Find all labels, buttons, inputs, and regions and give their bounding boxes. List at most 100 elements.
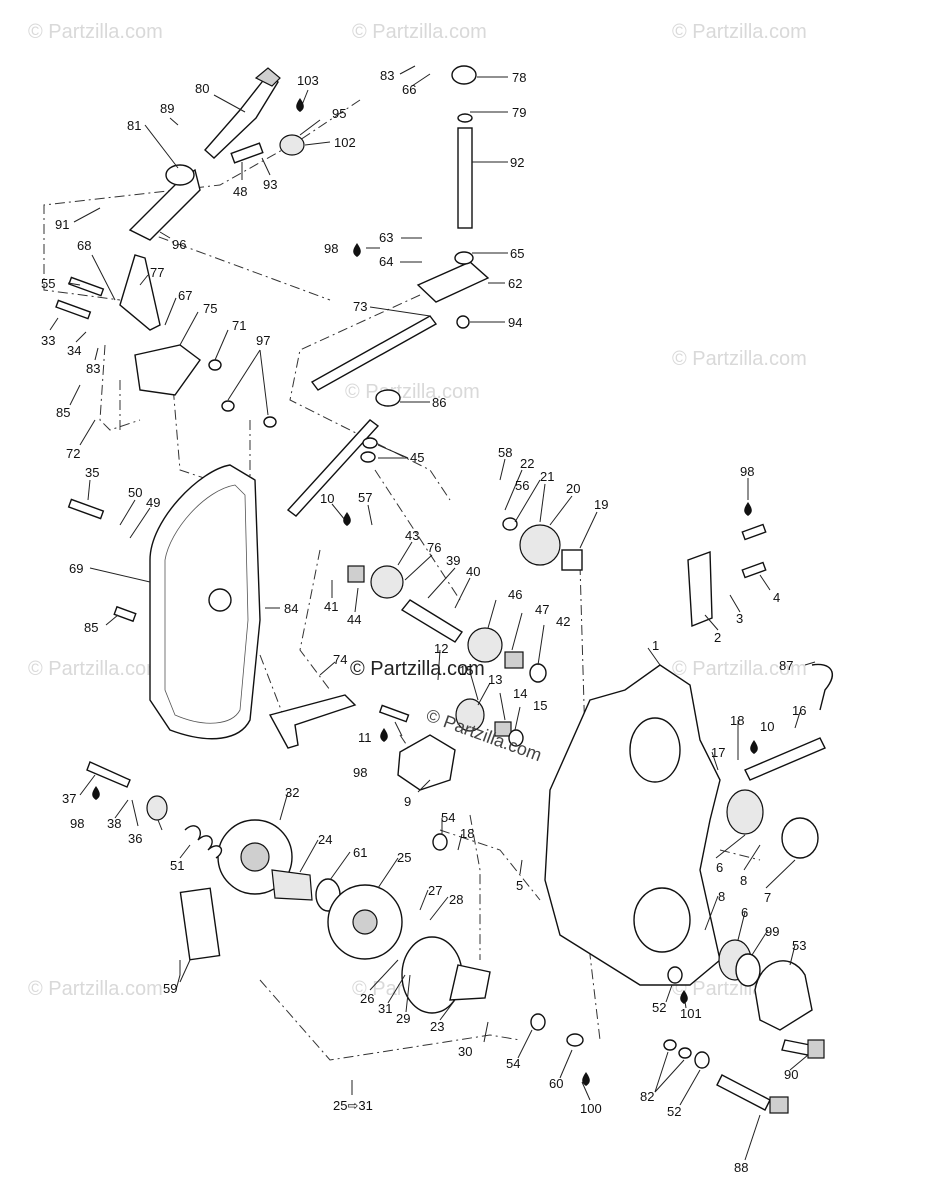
oil-drop-icon [296, 98, 304, 112]
oil-drop-icon [92, 786, 100, 800]
bolt-head [769, 1096, 789, 1114]
callout-12: 12 [434, 641, 448, 656]
nut [432, 833, 448, 851]
brake-disc [401, 936, 463, 1014]
nut [530, 1013, 546, 1031]
shift-arm [128, 168, 201, 241]
callout-37: 37 [62, 791, 76, 806]
main-housing [544, 664, 721, 986]
nut [694, 1051, 710, 1069]
sensor [279, 134, 305, 156]
callout-45: 45 [410, 450, 424, 465]
housing-bore [633, 887, 691, 953]
washer [663, 1039, 677, 1051]
callout-67: 67 [178, 288, 192, 303]
shift-arm-hub [165, 164, 195, 186]
callout-10: 10 [320, 491, 334, 506]
callout-17: 17 [711, 745, 725, 760]
shift-fork [268, 694, 357, 749]
callout-33: 33 [41, 333, 55, 348]
callout-47: 47 [535, 602, 549, 617]
callout-labels: 80 103 95 102 89 81 48 93 91 96 83 66 78… [41, 68, 806, 1175]
callout-83: 83 [380, 68, 394, 83]
callout-77: 77 [150, 265, 164, 280]
washer [454, 251, 474, 265]
callout-85: 85 [56, 405, 70, 420]
nut [263, 416, 277, 428]
callout-85: 85 [84, 620, 98, 635]
shift-shaft [286, 419, 380, 517]
spring [184, 825, 223, 859]
gear-hub [352, 909, 378, 935]
callout-52: 52 [667, 1104, 681, 1119]
callout-83: 83 [86, 361, 100, 376]
oil-drop-icon [353, 243, 361, 257]
callout-5: 5 [516, 878, 523, 893]
callout-8: 8 [718, 889, 725, 904]
callout-60: 60 [549, 1076, 563, 1091]
callout-64: 64 [379, 254, 393, 269]
callout-102: 102 [334, 135, 356, 150]
callout-25-31: 25⇨31 [333, 1098, 373, 1113]
callout-41: 41 [324, 599, 338, 614]
callout-62: 62 [508, 276, 522, 291]
callout-10: 10 [760, 719, 774, 734]
callout-36: 36 [128, 831, 142, 846]
callout-35: 35 [85, 465, 99, 480]
callout-18: 18 [730, 713, 744, 728]
ball-joint [451, 65, 477, 85]
oil-drop-icon [744, 502, 752, 516]
callout-42: 42 [556, 614, 570, 629]
callout-29: 29 [396, 1011, 410, 1026]
callout-25: 25 [397, 850, 411, 865]
callout-27: 27 [428, 883, 442, 898]
callout-103: 103 [297, 73, 319, 88]
callout-89: 89 [160, 101, 174, 116]
callout-100: 100 [580, 1101, 602, 1116]
callout-51: 51 [170, 858, 184, 873]
callout-73: 73 [353, 299, 367, 314]
bolt [378, 704, 410, 723]
callout-54: 54 [506, 1056, 520, 1071]
callout-57: 57 [358, 490, 372, 505]
callout-87: 87 [779, 658, 793, 673]
mounting-plate [416, 261, 490, 303]
callout-4: 4 [773, 590, 780, 605]
link-rod [310, 315, 438, 391]
sliding-dog [455, 698, 485, 732]
shift-rod [457, 127, 473, 229]
callout-61: 61 [353, 845, 367, 860]
callout-43: 43 [405, 528, 419, 543]
bearing [504, 651, 524, 669]
callout-20: 20 [566, 481, 580, 496]
bearing [347, 565, 365, 583]
callout-46: 46 [508, 587, 522, 602]
callout-55: 55 [41, 276, 55, 291]
callout-15: 15 [533, 698, 547, 713]
washer [566, 1033, 584, 1047]
callout-2: 2 [714, 630, 721, 645]
seal [781, 817, 819, 859]
nut [208, 359, 222, 371]
chain [179, 887, 221, 961]
callout-38: 38 [107, 816, 121, 831]
callout-34: 34 [67, 343, 81, 358]
callout-44: 44 [347, 612, 361, 627]
callout-8: 8 [740, 873, 747, 888]
cone [449, 964, 491, 1001]
oil-drop-icon [750, 740, 758, 754]
bolt [68, 276, 105, 297]
washer [502, 517, 518, 531]
callout-80: 80 [195, 81, 209, 96]
watermark: © Partzilla.com [352, 21, 487, 43]
callout-98: 98 [70, 816, 84, 831]
bolt [741, 523, 767, 541]
bolt [86, 761, 131, 788]
gear [467, 627, 503, 663]
bolt [55, 299, 92, 320]
callout-9: 9 [404, 794, 411, 809]
drive-hub [271, 869, 313, 901]
callout-75: 75 [203, 301, 217, 316]
o-ring [362, 437, 378, 449]
